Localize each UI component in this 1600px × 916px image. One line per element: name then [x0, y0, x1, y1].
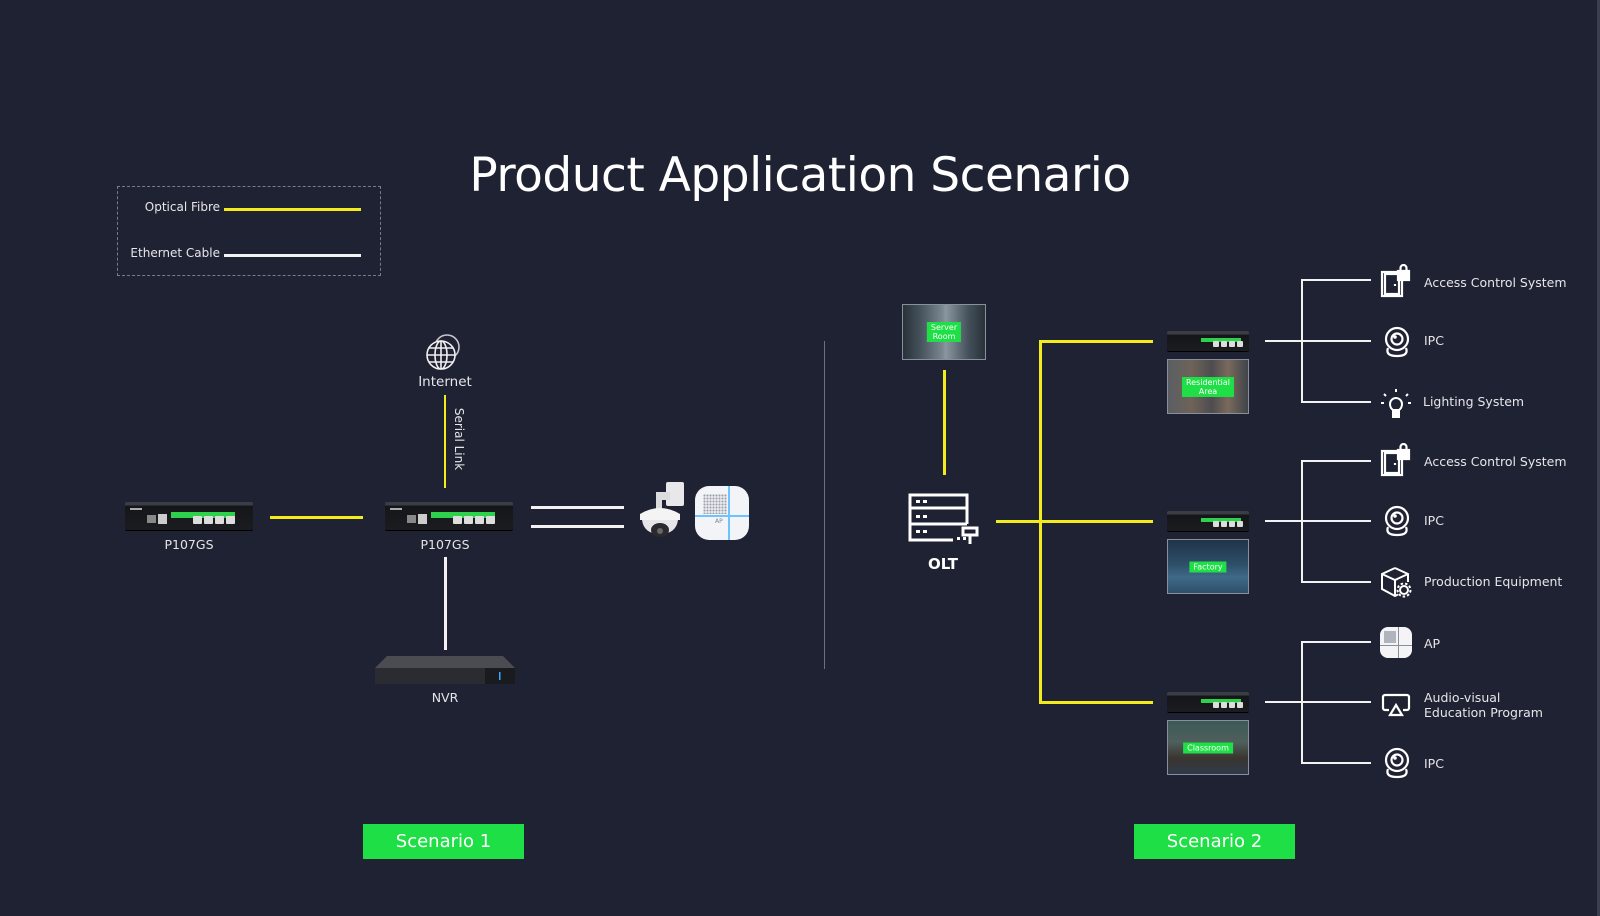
- scenario-1-diagram: Internet Serial Link P107GS P107GS: [125, 333, 749, 859]
- ethernet-bus-site-3: [1301, 641, 1303, 764]
- ethernet-bus-site-1: [1301, 279, 1303, 403]
- serial-link-label: Serial Link: [452, 407, 466, 471]
- scenario-divider: [824, 341, 825, 669]
- ethernet-cable-swatch: [224, 254, 361, 257]
- classroom-tag: Classroom: [1183, 742, 1233, 753]
- device-label: IPC: [1424, 756, 1444, 771]
- ap-tag: AP: [715, 518, 723, 525]
- p107gs-switch-left[interactable]: [125, 502, 253, 530]
- fibre-branch-classroom: [1039, 701, 1153, 704]
- ethernet-bus-site-2: [1301, 460, 1303, 583]
- legend: Optical Fibre Ethernet Cable: [117, 186, 381, 276]
- right-edge-strip: [1597, 0, 1600, 916]
- access-point-icon: [1380, 627, 1412, 658]
- serial-link-fibre-line: [444, 395, 446, 488]
- fibre-bus-vertical: [1039, 340, 1042, 704]
- inter-switch-fibre-line: [270, 516, 363, 519]
- server-room-photo: Server Room: [902, 304, 986, 360]
- site-switch-factory[interactable]: [1167, 511, 1249, 531]
- access-control-icon: [1380, 263, 1412, 298]
- optical-fibre-swatch: [224, 208, 361, 211]
- olt-label: OLT: [927, 555, 959, 573]
- page-title: Product Application Scenario: [469, 148, 1131, 203]
- site-switch-residential[interactable]: [1167, 331, 1249, 351]
- olt-trunk-fibre: [996, 520, 1153, 523]
- nvr-label: NVR: [431, 690, 459, 705]
- dome-camera-icon: [636, 480, 688, 544]
- nvr-device[interactable]: [375, 656, 515, 686]
- access-point-device: AP: [695, 486, 749, 540]
- legend-label: Optical Fibre: [144, 200, 220, 214]
- access-control-icon: [1380, 442, 1412, 477]
- device-label: Production Equipment: [1424, 574, 1563, 589]
- ethernet-branch: [1301, 460, 1371, 462]
- production-equipment-icon: [1380, 566, 1412, 598]
- ethernet-trunk-site-3: [1265, 701, 1371, 703]
- globe-icon: [424, 333, 464, 373]
- scenario-1-button[interactable]: Scenario 1: [363, 824, 524, 859]
- scenario-2-diagram: Server Room OLT Residential Are: [800, 0, 1600, 916]
- server-olt-fibre-line: [943, 370, 946, 475]
- ethernet-line-ap: [531, 525, 624, 528]
- ethernet-line-camera: [531, 506, 624, 509]
- switch-right-label: P107GS: [420, 537, 470, 552]
- device-label: Access Control System: [1424, 275, 1567, 290]
- scenario-2-button[interactable]: Scenario 2: [1134, 824, 1295, 859]
- site-switch-classroom[interactable]: [1167, 692, 1249, 712]
- ethernet-line-nvr: [444, 557, 447, 650]
- switch-left-label: P107GS: [164, 537, 214, 552]
- ethernet-branch: [1301, 279, 1371, 281]
- ethernet-trunk-site-1: [1265, 340, 1371, 342]
- ethernet-trunk-site-2: [1265, 520, 1371, 522]
- ethernet-branch: [1301, 401, 1371, 403]
- residential-area-photo: Residential Area: [1167, 359, 1249, 414]
- legend-item-optical-fibre: Optical Fibre: [118, 199, 380, 219]
- device-label: Audio-visual Education Program: [1424, 690, 1543, 720]
- classroom-photo: Classroom: [1167, 720, 1249, 775]
- device-label: Lighting System: [1423, 394, 1525, 409]
- screen-cast-icon: [1381, 693, 1411, 719]
- ethernet-branch: [1301, 581, 1371, 583]
- residential-area-tag: Residential Area: [1181, 376, 1235, 397]
- factory-photo: Factory: [1167, 539, 1249, 594]
- device-label: Access Control System: [1424, 454, 1567, 469]
- ipc-camera-icon: [1382, 747, 1412, 779]
- fibre-branch-residential: [1039, 340, 1153, 343]
- device-label: AP: [1424, 636, 1441, 651]
- device-label: IPC: [1424, 333, 1444, 348]
- olt-icon[interactable]: [907, 492, 979, 546]
- ethernet-branch: [1301, 641, 1371, 643]
- server-room-tag: Server Room: [926, 322, 962, 342]
- device-label: IPC: [1424, 513, 1444, 528]
- ethernet-branch: [1301, 762, 1371, 764]
- legend-label: Ethernet Cable: [130, 246, 220, 260]
- factory-tag: Factory: [1189, 561, 1227, 572]
- lightbulb-icon: [1380, 388, 1412, 420]
- ipc-camera-icon: [1382, 505, 1412, 537]
- ipc-camera-icon: [1382, 326, 1412, 358]
- p107gs-switch-right[interactable]: [385, 502, 513, 530]
- legend-item-ethernet-cable: Ethernet Cable: [118, 245, 380, 265]
- internet-label: Internet: [418, 374, 472, 390]
